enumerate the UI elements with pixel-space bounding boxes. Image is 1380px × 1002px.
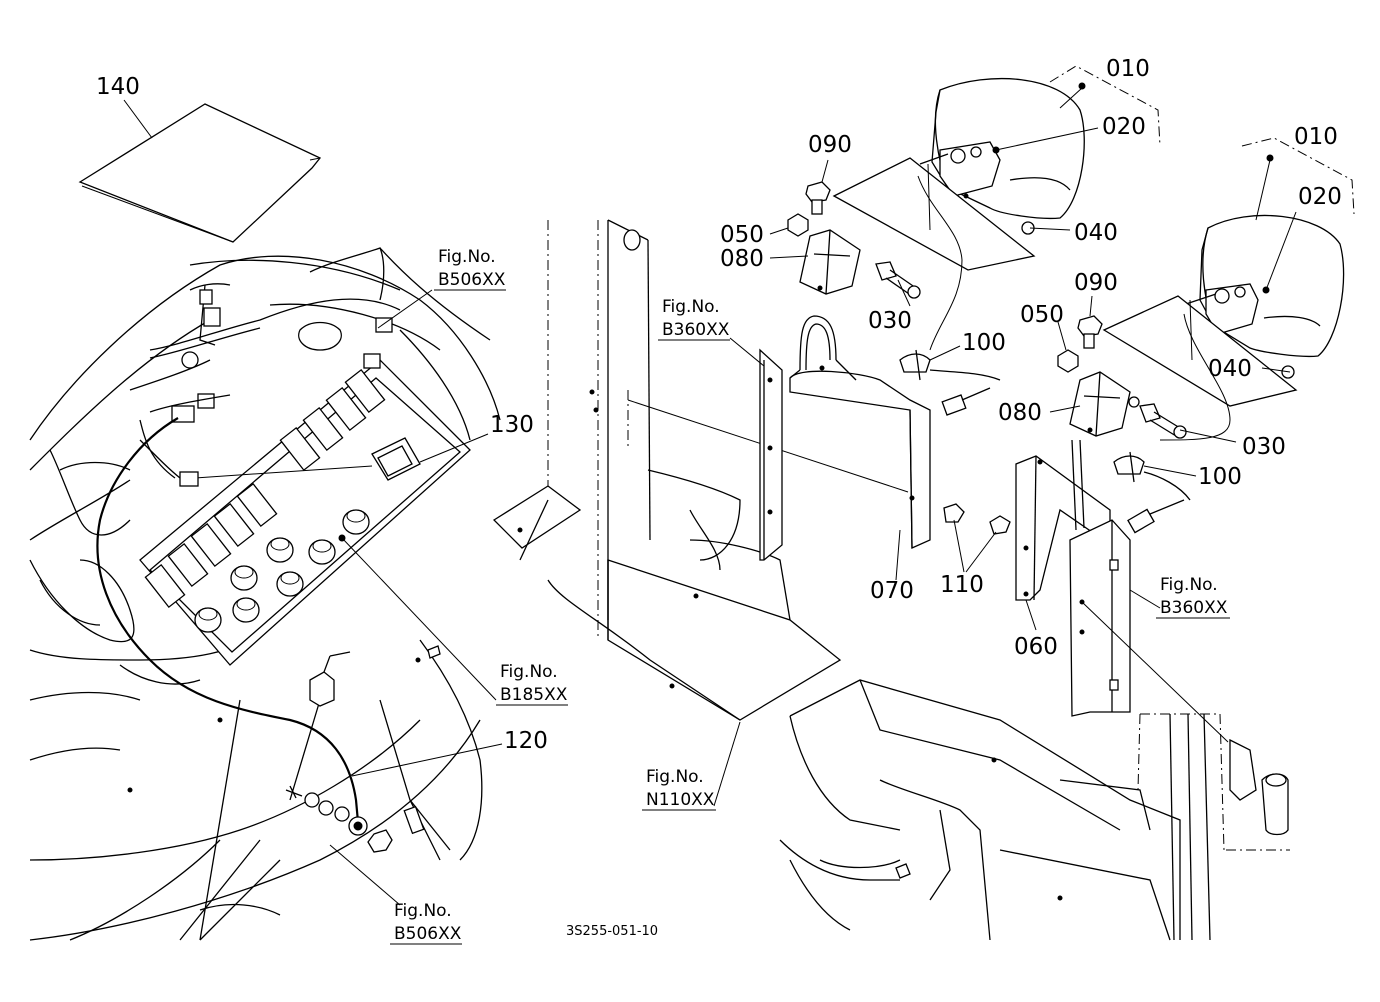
leader-100b [1143,465,1197,477]
leader-110b [965,531,997,573]
lower-frame [779,679,1290,941]
leader-040a [1029,227,1071,231]
leader-060 [1025,599,1037,631]
leader-090b [1089,295,1093,317]
leader-100a [929,345,961,361]
bolt-part-110 [943,503,1011,535]
leader-040b [1261,367,1291,373]
leader-010b [1255,159,1271,221]
leader-070 [895,529,901,581]
figref-prefix: Fig.No. [394,901,452,921]
label-080a: 080 [720,246,764,272]
label-060: 060 [1014,634,1058,660]
leader-020a [995,127,1099,151]
figref-code: B360XX [1160,598,1228,618]
label-030a: 030 [868,308,912,334]
figref-b506-top: Fig.No. B506XX [434,247,506,291]
figref-code: N110XX [646,790,715,810]
leader-b506-bottom [329,844,401,906]
bracket-part-060 [1015,439,1111,601]
misc-hardware [127,645,441,793]
clip-part-100b [1113,451,1191,534]
manual-sheet-part-140 [78,103,322,243]
switch-panel [139,359,471,666]
bolt-part-090a [805,181,831,215]
label-100b: 100 [1198,464,1242,490]
drawing-code: 3S255-051-10 [566,924,658,939]
label-110: 110 [940,572,984,598]
bolt-part-030a [875,261,921,299]
wire-lead-part-120 [96,417,425,853]
figref-prefix: Fig.No. [438,247,496,267]
label-100a: 100 [962,330,1006,356]
leader-140 [123,99,153,139]
switch-part-130 [371,437,421,481]
bolt-part-090b [1077,315,1103,349]
work-light-part-010b [1102,154,1345,441]
figref-code: B360XX [662,320,730,340]
label-040b: 040 [1208,356,1252,382]
nut-part-050b [1057,349,1079,373]
leader-080a [769,255,809,259]
bracket-part-080b [1069,371,1140,437]
leader-050b [1057,321,1067,351]
leader-080b [1049,405,1081,413]
bracket-part-070 [789,315,931,549]
leader-b360-right [1129,589,1161,609]
leader-130-b [194,465,373,479]
leader-b185 [341,537,497,701]
leader-120 [351,743,503,777]
leader-030b [1179,429,1237,443]
leader-110a [953,519,965,573]
bracket-part-080a [799,229,861,295]
nut-part-050a [787,213,809,237]
bracket-plate-left [759,348,783,561]
label-090b: 090 [1074,270,1118,296]
leader-n110 [713,721,741,807]
figref-b360-left: Fig.No. B360XX [658,297,730,341]
figref-prefix: Fig.No. [646,767,704,787]
leader-b360-left [729,337,765,367]
label-050b: 050 [1020,302,1064,328]
leader-090a [821,159,829,183]
bracket-010a [1049,65,1161,147]
label-050a: 050 [720,222,764,248]
figref-code: B506XX [438,270,506,290]
console-outline [29,255,501,941]
figref-b506-bottom: Fig.No. B506XX [390,901,462,945]
label-070: 070 [870,578,914,604]
figref-b360-right: Fig.No. B360XX [1156,575,1230,619]
leader-010a [1059,87,1083,109]
figref-b185: Fig.No. B185XX [496,662,568,706]
figref-code: B185XX [500,685,568,705]
label-140: 140 [96,74,140,100]
figref-prefix: Fig.No. [500,662,558,682]
clip-part-100a [899,349,1001,416]
leader-030a [897,279,911,307]
label-040a: 040 [1074,220,1118,246]
label-020b: 020 [1298,184,1342,210]
label-090a: 090 [808,132,852,158]
bolt-part-030b [1139,403,1187,439]
bracket-plate-right [1069,519,1131,717]
figref-n110: Fig.No. N110XX [642,767,716,811]
label-080b: 080 [998,400,1042,426]
work-light-part-010a [832,77,1086,351]
figref-prefix: Fig.No. [662,297,720,317]
label-130: 130 [490,412,534,438]
label-120: 120 [504,728,548,754]
figref-code: B506XX [394,924,462,944]
label-020a: 020 [1102,114,1146,140]
figref-prefix: Fig.No. [1160,575,1218,595]
label-030b: 030 [1242,434,1286,460]
leader-130 [419,433,489,463]
leader-020b [1265,211,1297,291]
label-010a: 010 [1106,56,1150,82]
leader-050a [769,227,789,235]
cab-frame [492,219,842,721]
leader-b506-top [377,289,433,329]
label-010b: 010 [1294,124,1338,150]
